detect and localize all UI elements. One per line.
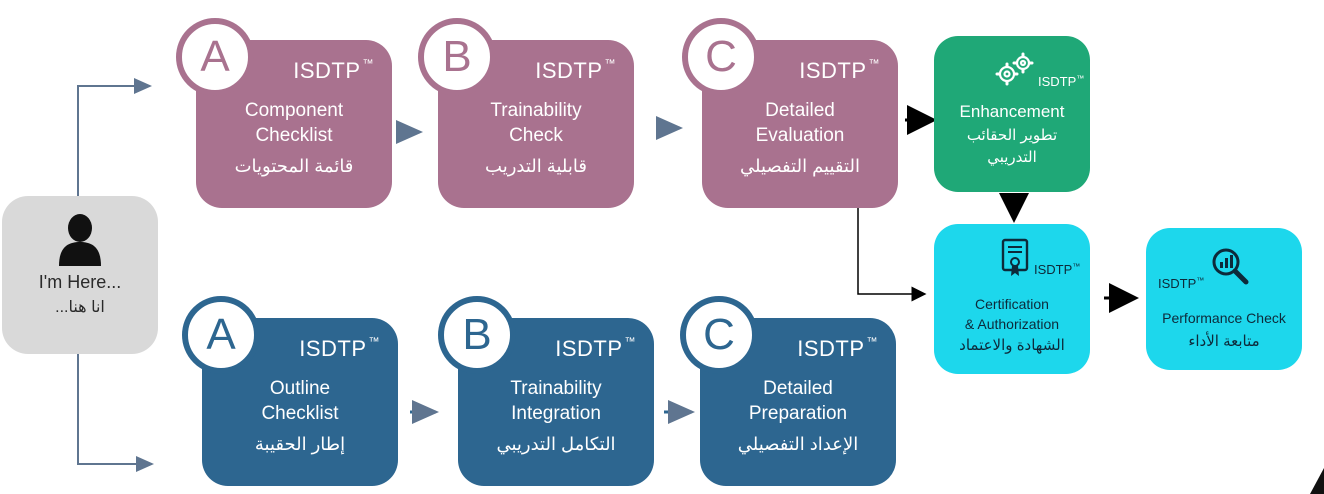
step-title-ar: إطار الحقيبة (254, 434, 346, 454)
enhancement-label-en: Enhancement (959, 102, 1065, 121)
step-title-ar: التكامل التدريبي (496, 434, 616, 454)
user-label-en: I'm Here... (38, 272, 122, 292)
brand-mark: ISDTP™ (1158, 276, 1205, 291)
enhancement-label-ar: تطوير الحقائب (966, 127, 1058, 144)
gears-icon (995, 52, 1034, 86)
enhancement-label-ar-line2: التدريبي (987, 149, 1037, 166)
enhancement-card: ISDTP™ Enhancement تطوير الحقائب التدريب… (934, 36, 1090, 192)
performance-label-ar: متابعة الأداء (1188, 333, 1260, 350)
step-title-ar: قائمة المحتويات (234, 156, 354, 176)
step-letter-badge: A (176, 18, 254, 96)
magnifier-chart-icon (1212, 248, 1249, 285)
certification-label-en-line2: & Authorization (964, 316, 1060, 332)
certification-label-en: Certification (975, 296, 1049, 312)
brand-mark: ISDTP™ (1038, 74, 1085, 89)
step-title-ar: التقييم التفصيلي (740, 156, 860, 176)
certification-label-ar: الشهادة والاعتماد (959, 337, 1065, 354)
step-letter-badge: C (682, 18, 760, 96)
certificate-icon (1001, 238, 1029, 276)
user-label-ar: انا هنا... (55, 299, 105, 316)
certification-card: ISDTP™ Certification & Authorization الش… (934, 224, 1090, 374)
step-letter-badge: B (438, 296, 516, 374)
step-letter-badge: C (680, 296, 758, 374)
user-start-card: I'm Here... انا هنا... (2, 196, 158, 354)
arrow-evaluation-certification (857, 206, 927, 302)
performance-label-en: Performance Check (1162, 310, 1286, 326)
step-title-ar: قابلية التدريب (485, 156, 587, 176)
performance-card: ISDTP™ Performance Check متابعة الأداء (1146, 228, 1302, 370)
branch-bottom-connector (77, 354, 154, 472)
step-letter-badge: B (418, 18, 496, 96)
step-letter-badge: A (182, 296, 260, 374)
person-icon (59, 214, 101, 266)
branch-top-connector (77, 78, 152, 196)
brand-mark: ISDTP™ (1034, 262, 1081, 277)
step-title-ar: الإعداد التفصيلي (737, 434, 859, 454)
